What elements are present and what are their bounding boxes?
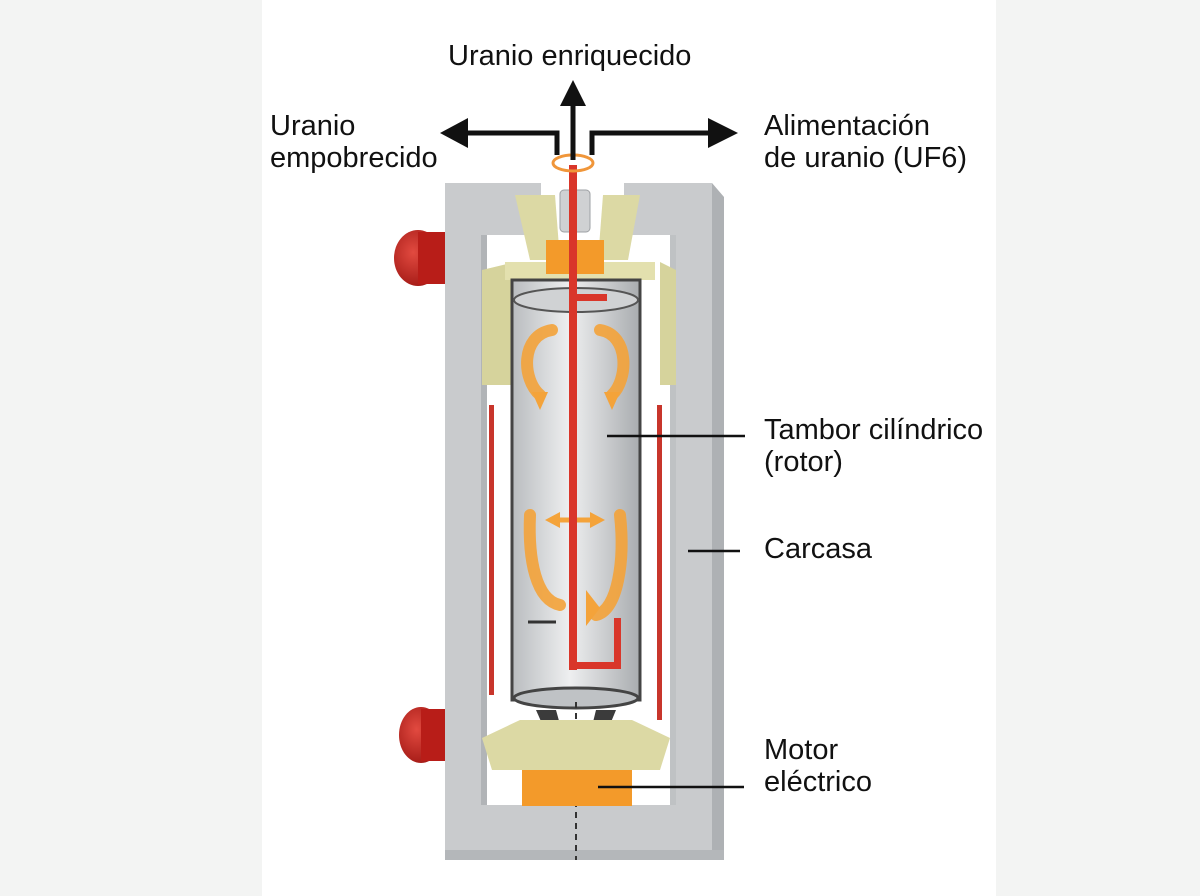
- label-enriched-uranium: Uranio enriquecido: [448, 40, 692, 72]
- label-motor-line1: Motor: [764, 734, 839, 766]
- heating-element-left: [489, 405, 494, 695]
- flow-arrows: [521, 324, 630, 621]
- red-connector-top: [394, 230, 448, 286]
- red-connector-bottom: [399, 707, 448, 763]
- label-casing: Carcasa: [764, 533, 872, 565]
- label-depleted-line1: Uranio: [270, 110, 356, 142]
- label-uranium-feed: Alimentación de uranio (UF6): [764, 110, 967, 174]
- label-rotor-line1: Tambor cilíndrico: [764, 414, 984, 446]
- label-depleted-line2: empobrecido: [270, 142, 438, 174]
- label-feed-line2: de uranio (UF6): [764, 142, 968, 174]
- label-motor: Motor eléctrico: [764, 734, 872, 798]
- flow-arrow-heads: [532, 392, 620, 626]
- label-rotor-line2: (rotor): [764, 446, 843, 478]
- label-motor-line2: eléctrico: [764, 766, 872, 798]
- flow-output-arrows: [440, 80, 738, 160]
- label-rotor: Tambor cilíndrico (rotor): [764, 414, 983, 478]
- heating-element-right: [657, 405, 662, 720]
- scoop-tube: [569, 165, 621, 670]
- label-depleted-uranium: Uranio empobrecido: [270, 110, 438, 174]
- casing: [445, 183, 724, 860]
- label-feed-line1: Alimentación: [764, 110, 931, 142]
